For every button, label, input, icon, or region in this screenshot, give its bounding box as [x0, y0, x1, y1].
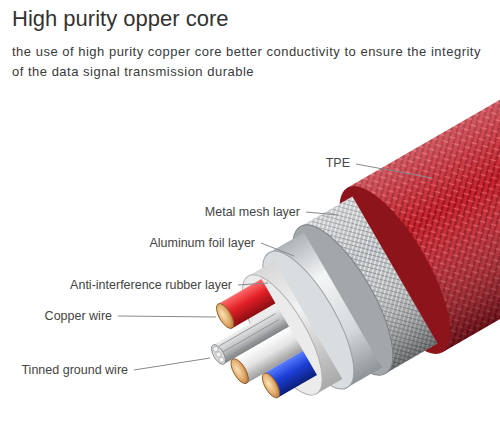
leader-line — [356, 164, 432, 178]
cable-part — [118, 164, 432, 370]
cable-part — [209, 342, 229, 366]
cable-part — [219, 313, 282, 358]
part-label: Copper wire — [45, 309, 112, 323]
leader-line — [134, 358, 210, 370]
cable-part — [259, 370, 283, 400]
part-label: Anti-interference rubber layer — [70, 278, 232, 292]
part-label: TPE — [326, 156, 350, 170]
heading-title: High purity opper core — [12, 6, 228, 32]
part-label: Tinned ground wire — [21, 363, 128, 377]
cable-part — [213, 301, 237, 331]
cable-part — [227, 356, 251, 386]
subtitle-text: the use of high purity copper core bette… — [12, 42, 492, 82]
leader-line — [118, 316, 216, 317]
cable-part — [218, 356, 225, 363]
part-label: Metal mesh layer — [205, 205, 300, 219]
leader-line — [238, 283, 268, 285]
leader-line — [306, 212, 338, 215]
part-label: Aluminum foil layer — [149, 236, 255, 250]
leader-line — [261, 243, 294, 256]
cable-part — [174, 28, 500, 444]
